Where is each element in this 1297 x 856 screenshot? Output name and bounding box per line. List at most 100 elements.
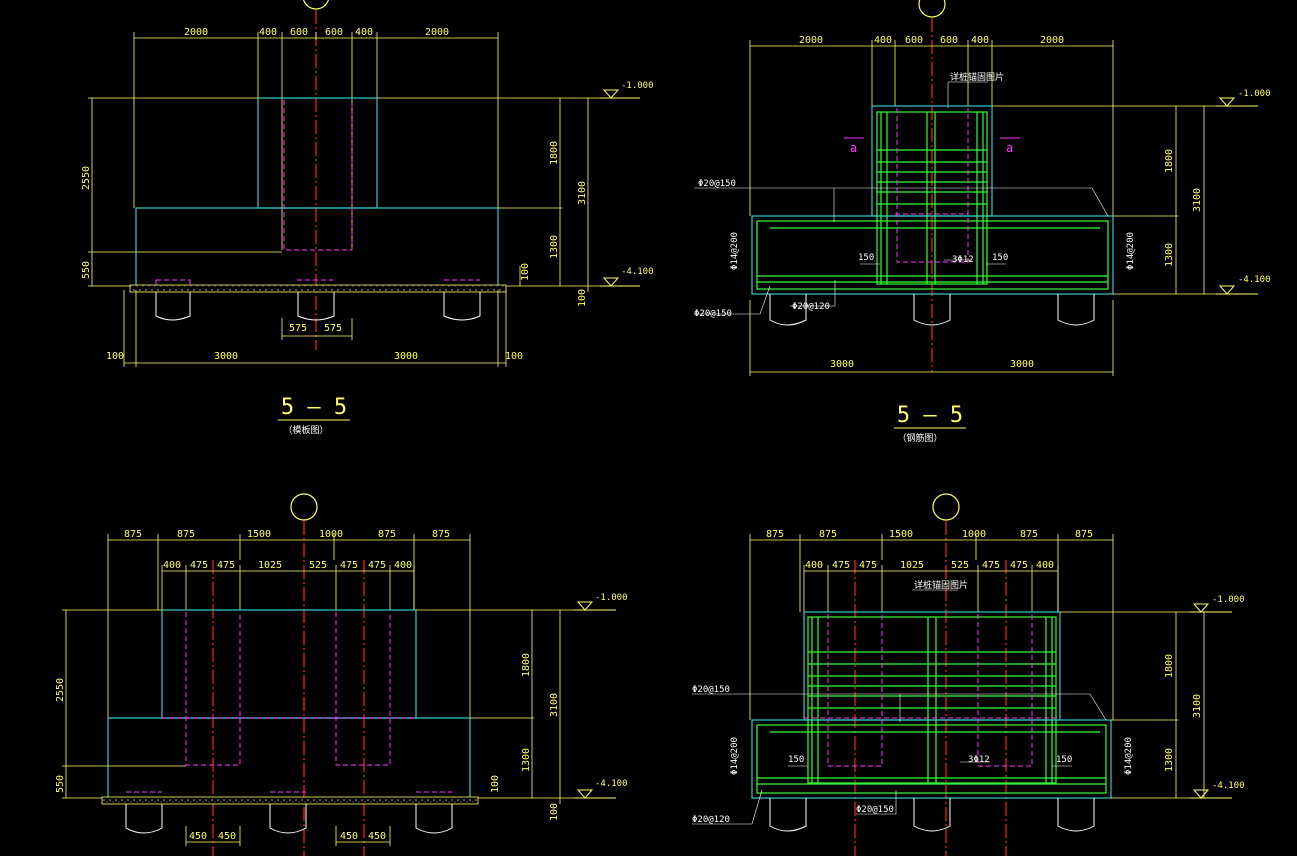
dim-text: 475 — [217, 560, 235, 571]
dim-text: 2000 — [425, 27, 449, 38]
dim-text: 1000 — [319, 529, 343, 540]
dim-text: 550 — [55, 775, 66, 793]
dim-text: 2550 — [55, 678, 66, 702]
rebar-label: Φ14@200 — [730, 737, 740, 775]
dim-text: 2000 — [1040, 35, 1064, 46]
rebar-label: Φ14@200 — [1126, 232, 1136, 270]
dim-text: 400 — [355, 27, 373, 38]
rebar-label: Φ20@150 — [694, 309, 732, 319]
rebar-label: Φ14@200 — [1124, 737, 1134, 775]
dim-text: 450 — [218, 831, 236, 842]
axis-bubble — [918, 0, 946, 18]
dim-text: 2000 — [184, 27, 208, 38]
dim-text: 875 — [177, 529, 195, 540]
pile-outline — [895, 108, 969, 263]
concrete-outline — [107, 609, 471, 799]
rebar-label: Φ20@150 — [692, 685, 730, 695]
dim-text: 1300 — [1164, 243, 1175, 267]
dim-text: 1800 — [1164, 149, 1175, 173]
dim-text: 3100 — [1192, 188, 1203, 212]
rebar-label: 150 — [788, 755, 804, 765]
rebar-label: 3Φ12 — [968, 755, 990, 765]
cushion-layer — [129, 284, 507, 293]
level-text: -1.000 — [1212, 595, 1245, 605]
axis-bubble — [303, 0, 329, 10]
level-marker-icon — [600, 277, 640, 287]
dim-text: 550 — [81, 261, 92, 279]
dim-text: 1000 — [962, 529, 986, 540]
dim-text: 3000 — [394, 351, 418, 362]
dim-text: 525 — [309, 560, 327, 571]
rebar-label: 3Φ12 — [952, 255, 974, 265]
pile-outline — [126, 612, 452, 793]
note-text: 详桩锚固图片 — [950, 71, 1004, 83]
dim-text: 1300 — [549, 235, 560, 259]
level-text: -4.100 — [1212, 781, 1245, 791]
dim-text: 400 — [874, 35, 892, 46]
dim-text: 875 — [1075, 529, 1093, 540]
dim-text: 600 — [940, 35, 958, 46]
dim-text: 1500 — [889, 529, 913, 540]
concrete-outline — [751, 105, 1114, 295]
dim-text: 475 — [859, 560, 877, 571]
dim-text: 3000 — [1010, 359, 1034, 370]
cushion-layer — [101, 796, 479, 805]
level-marker-icon — [574, 789, 616, 799]
rebar-label: Φ20@150 — [698, 179, 736, 189]
dim-text: 475 — [982, 560, 1000, 571]
dim-text: 3000 — [830, 359, 854, 370]
section-subtitle: （模板图） — [283, 424, 328, 436]
dim-text: 400 — [971, 35, 989, 46]
dim-text: 3000 — [214, 351, 238, 362]
level-text: -1.000 — [595, 593, 628, 603]
dim-text: 1800 — [549, 141, 560, 165]
section-title: 5 — 5 — [281, 395, 347, 420]
concrete-outline — [751, 611, 1112, 799]
dim-text: 100 — [549, 803, 560, 821]
axis-bubble — [932, 493, 960, 521]
dim-text: 600 — [325, 27, 343, 38]
level-marker-icon — [1216, 285, 1258, 295]
pile-outline — [155, 100, 480, 286]
dim-text: 475 — [190, 560, 208, 571]
dim-text: 100 — [106, 351, 124, 362]
dim-text: 600 — [290, 27, 308, 38]
dim-text: 3100 — [577, 181, 588, 205]
dim-text: 2000 — [799, 35, 823, 46]
rebar-label: Φ20@120 — [692, 815, 730, 825]
pile-head — [155, 292, 481, 321]
dim-text: 1800 — [521, 653, 532, 677]
dim-text: 450 — [189, 831, 207, 842]
dim-text: 875 — [1020, 529, 1038, 540]
level-marker-icon — [1216, 97, 1258, 107]
rebar-label: 150 — [1056, 755, 1072, 765]
dim-text: 1300 — [1164, 748, 1175, 772]
rebar-label: Φ20@150 — [856, 805, 894, 815]
dim-text: 100 — [490, 775, 501, 793]
pile-outline — [804, 614, 1058, 767]
dim-text: 100 — [577, 289, 588, 307]
dim-text: 3100 — [549, 693, 560, 717]
level-text: -4.100 — [595, 779, 628, 789]
dim-text: 400 — [805, 560, 823, 571]
pile-head — [125, 804, 453, 834]
dim-text: 3100 — [1192, 694, 1203, 718]
dim-text: 100 — [520, 263, 531, 281]
level-marker-icon — [1190, 603, 1232, 613]
dim-text: 475 — [832, 560, 850, 571]
concrete-outline — [135, 97, 499, 287]
dim-text: 475 — [368, 560, 386, 571]
dim-text: 1800 — [1164, 654, 1175, 678]
section-mark: a — [1006, 141, 1013, 155]
dim-text: 1025 — [900, 560, 924, 571]
section-subtitle: （钢筋图） — [897, 432, 942, 444]
level-text: -4.100 — [1238, 275, 1271, 285]
level-text: -1.000 — [621, 81, 654, 91]
note-text: 详桩锚固图片 — [914, 579, 968, 591]
dim-text: 875 — [766, 529, 784, 540]
dim-text: 575 — [324, 323, 342, 334]
rebar-label: 150 — [992, 253, 1008, 263]
dim-text: 525 — [951, 560, 969, 571]
dim-text: 400 — [1036, 560, 1054, 571]
